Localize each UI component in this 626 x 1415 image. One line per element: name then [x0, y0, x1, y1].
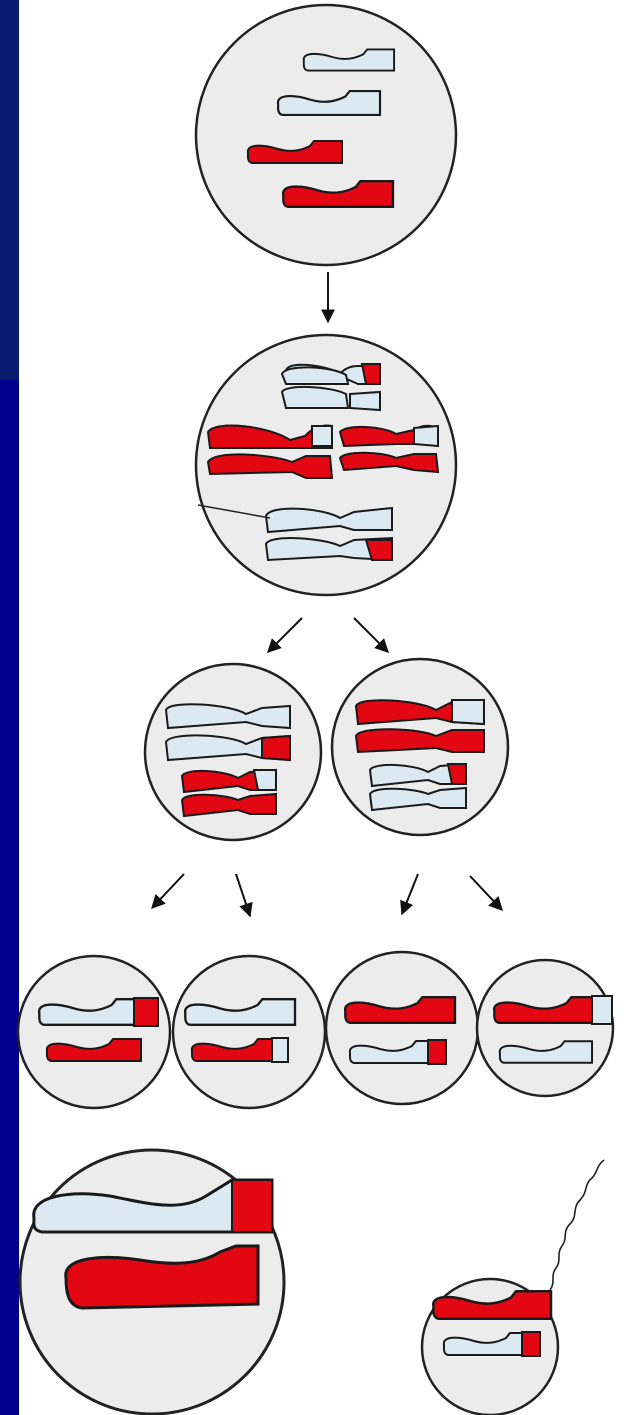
meiosis-1-crossing-over: [196, 335, 456, 595]
parent-cell: [196, 5, 456, 265]
arrow-down-icon: [152, 874, 184, 908]
sperm-cell: [422, 1160, 604, 1415]
arrow-down-icon: [470, 876, 502, 910]
gamete-3: [326, 952, 478, 1104]
arrow-down-icon: [402, 874, 418, 914]
meiosis-2-gametes: [18, 952, 613, 1108]
arrow-down-icon: [268, 618, 302, 652]
wavy-tail-icon: [550, 1160, 604, 1290]
arrow-down-icon: [236, 874, 250, 916]
meiosis-1-daughter-cells: [145, 664, 321, 840]
fertilization: [20, 1150, 604, 1415]
gamete-2: [173, 956, 325, 1108]
egg-cell: [20, 1150, 284, 1414]
meiosis-1-daughter-cell-right: [332, 659, 508, 835]
arrow-down-icon: [354, 618, 388, 652]
gamete-4: [477, 960, 613, 1096]
gamete-1: [18, 956, 170, 1108]
